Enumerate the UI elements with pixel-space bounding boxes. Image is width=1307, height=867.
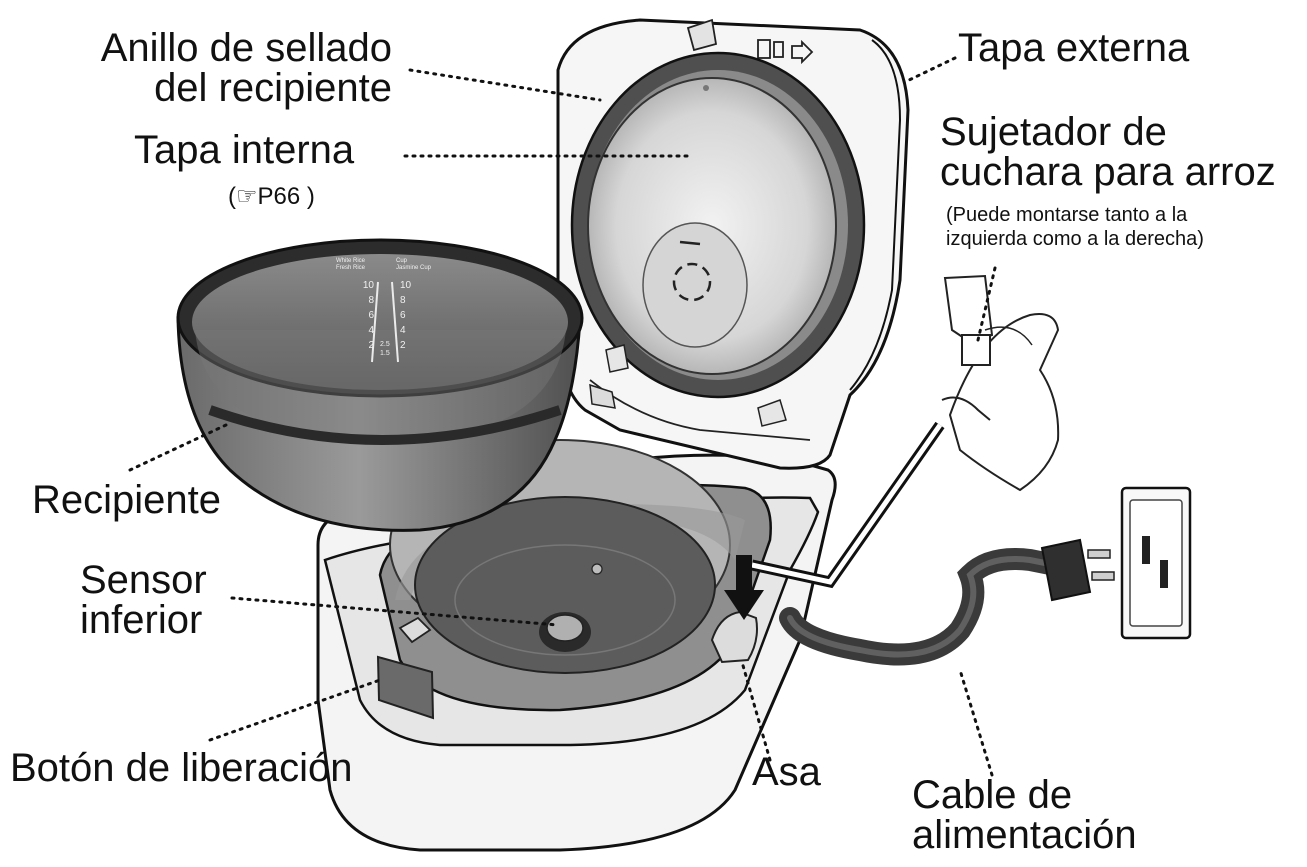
leader-pot <box>128 423 228 472</box>
scale-mid-number: 1.5 <box>380 350 390 357</box>
label-bottom-sensor-line1: Sensor <box>80 558 207 602</box>
label-pot: Recipiente <box>32 478 222 522</box>
scale-left-number: 8 <box>368 295 374 306</box>
power-cord-illustration <box>779 486 1192 666</box>
scale-right-number: 6 <box>400 310 406 321</box>
label-inner-lid-ref: (☞P66 ) <box>228 183 315 210</box>
scale-left-header: White Rice Fresh Rice <box>336 258 365 272</box>
scale-right-header-line1: Cup <box>396 258 408 264</box>
label-spoon-holder: Sujetador de cuchara para arroz <box>940 112 1276 192</box>
scale-left-number: 6 <box>368 310 374 321</box>
scale-right-number: 2 <box>400 340 406 351</box>
leader-lines <box>128 56 997 777</box>
label-spoon-holder-note-line1: (Puede montarse tanto a la <box>946 204 1188 226</box>
label-spoon-holder-note: (Puede montarse tanto a la izquierda com… <box>946 203 1204 251</box>
scale-left-number: 2 <box>368 340 374 351</box>
leader-seal-ring <box>408 68 602 102</box>
label-spoon-holder-note-line2: izquierda como a la derecha) <box>946 228 1204 250</box>
label-bottom-sensor-line2: inferior <box>80 598 203 642</box>
label-outer-lid: Tapa externa <box>958 26 1190 70</box>
scale-right-header: Cup Jasmine Cup <box>396 258 431 272</box>
lid <box>556 18 910 470</box>
label-spoon-holder-line2: cuchara para arroz <box>940 150 1276 194</box>
label-release-button: Botón de liberación <box>10 746 353 790</box>
label-seal-ring: Anillo de sellado del recipiente <box>60 28 392 108</box>
scale-right-header-line2: Jasmine Cup <box>396 265 432 272</box>
label-spoon-holder-line1: Sujetador de <box>940 110 1167 154</box>
spoon-holder-illustration <box>941 274 1060 492</box>
scale-mid-number: 2.5 <box>380 341 390 348</box>
label-power-cord-line2: alimentación <box>912 813 1137 857</box>
leader-release <box>208 678 382 742</box>
label-seal-ring-line1: Anillo de sellado <box>100 26 392 70</box>
label-handle: Asa <box>752 750 821 794</box>
scale-right-number: 10 <box>400 280 412 291</box>
leader-outer-lid <box>903 56 957 84</box>
scale-left-header-line1: White Rice <box>336 258 366 264</box>
label-power-cord: Cable de alimentación <box>912 775 1137 855</box>
leader-sensor <box>230 596 560 627</box>
label-seal-ring-line2: del recipiente <box>154 66 392 110</box>
leader-cord <box>958 668 994 777</box>
label-inner-lid: Tapa interna <box>134 128 355 172</box>
scale-left-numbers: 10 8 6 4 2 <box>362 278 374 353</box>
scale-right-numbers: 10 8 6 4 2 <box>400 278 411 353</box>
scale-right-number: 8 <box>400 295 406 306</box>
inner-pot <box>176 238 616 532</box>
water-level-scale <box>371 281 399 363</box>
scale-left-number: 10 <box>362 280 374 291</box>
leader-handle <box>740 660 772 762</box>
label-power-cord-line1: Cable de <box>912 773 1073 817</box>
scale-right-number: 4 <box>400 325 406 336</box>
scale-left-number: 4 <box>368 325 374 336</box>
label-bottom-sensor: Sensor inferior <box>80 560 207 640</box>
attachment-arrow <box>724 421 945 620</box>
scale-mid-numbers: 2.5 1.5 <box>380 340 390 358</box>
cooker-body <box>316 439 837 852</box>
scale-left-header-line2: Fresh Rice <box>336 265 366 272</box>
